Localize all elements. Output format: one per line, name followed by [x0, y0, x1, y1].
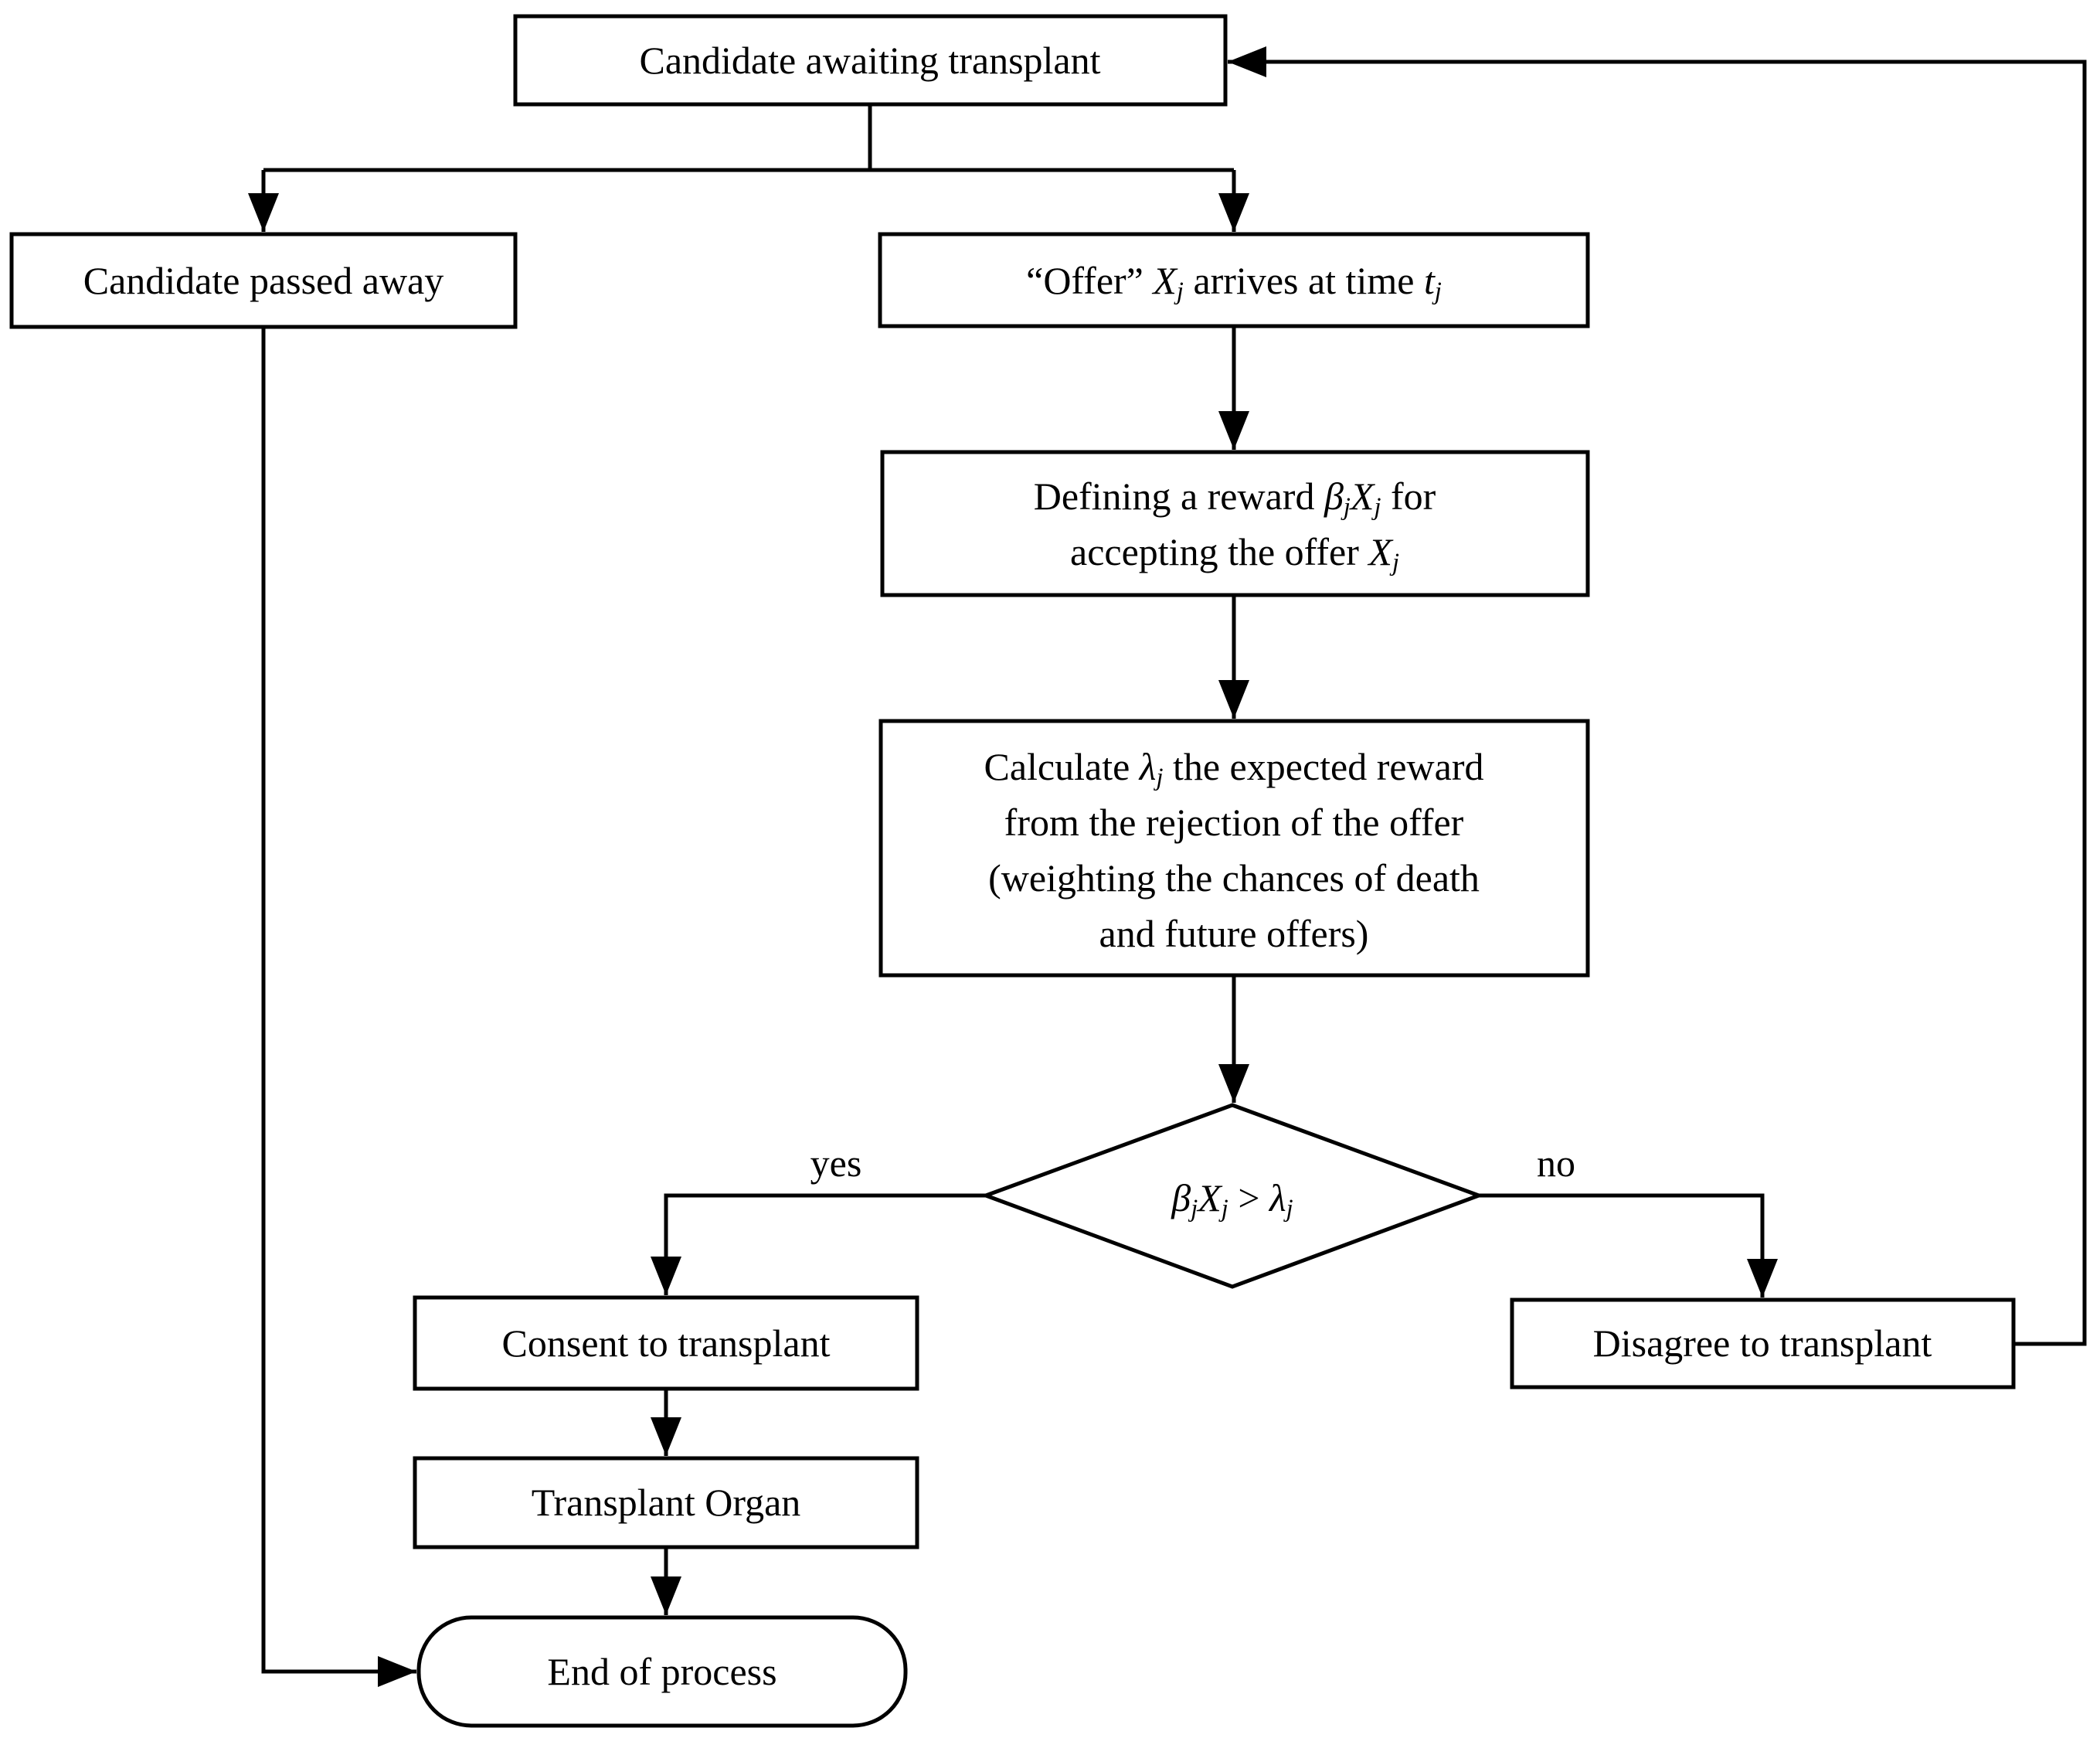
- node-end-of-process-box: [416, 1615, 908, 1728]
- node-offer-arrives: “Offer” Xj arrives at time tj: [878, 232, 1590, 328]
- node-candidate-awaiting-label: Candidate awaiting transplant: [639, 39, 1100, 82]
- node-offer-arrives-box: [878, 232, 1590, 328]
- edge-disagree-loop-to-awaiting: [1228, 46, 2087, 1346]
- node-decision-diamond: βjXj > λj: [980, 1103, 1485, 1289]
- node-calculate-line-3: (weighting the chances of death: [988, 856, 1480, 900]
- node-calculate-expected-reward: Calculate λj the expected reward from th…: [878, 719, 1590, 978]
- node-consent-to-transplant-label: Consent to transplant: [502, 1321, 831, 1365]
- node-candidate-passed-away-label: Candidate passed away: [83, 259, 444, 302]
- node-consent-to-transplant-box: [413, 1295, 919, 1391]
- node-candidate-awaiting: Candidate awaiting transplant: [513, 14, 1228, 107]
- node-decision-diamond-label: βjXj > λj: [1171, 1176, 1293, 1223]
- node-calculate-expected-reward-box: [878, 719, 1590, 978]
- node-transplant-organ: Transplant Organ: [413, 1456, 919, 1549]
- node-calculate-line-2: from the rejection of the offer: [1004, 801, 1464, 844]
- node-disagree-to-transplant-box: [1510, 1298, 2016, 1389]
- edge-decision-yes: [651, 1193, 986, 1295]
- node-transplant-organ-label: Transplant Organ: [532, 1481, 801, 1524]
- node-calculate-line-1: Calculate λj the expected reward: [984, 745, 1483, 791]
- node-transplant-organ-box: [413, 1456, 919, 1549]
- node-candidate-passed-away: Candidate passed away: [9, 232, 518, 329]
- edge-label-yes: yes: [810, 1141, 862, 1185]
- node-offer-arrives-label: “Offer” Xj arrives at time tj: [1026, 259, 1442, 305]
- node-consent-to-transplant: Consent to transplant: [413, 1295, 919, 1391]
- node-defining-reward-line-2: accepting the offer Xj: [1070, 530, 1399, 576]
- node-candidate-awaiting-box: [513, 14, 1228, 107]
- node-candidate-passed-away-box: [9, 232, 518, 329]
- edge-passed-away-to-end: [261, 327, 416, 1687]
- node-disagree-to-transplant: Disagree to transplant: [1510, 1298, 2016, 1389]
- node-end-of-process-label: End of process: [547, 1650, 776, 1693]
- edge-label-no: no: [1537, 1141, 1575, 1185]
- node-end-of-process: End of process: [416, 1615, 908, 1728]
- node-defining-reward-box: [880, 450, 1590, 597]
- node-defining-reward: Defining a reward βjXj for accepting the…: [880, 450, 1590, 597]
- node-decision-diamond-shape: [980, 1103, 1485, 1289]
- node-disagree-to-transplant-label: Disagree to transplant: [1593, 1321, 1932, 1365]
- node-calculate-line-4: and future offers): [1099, 912, 1369, 955]
- edge-decision-no: [1479, 1193, 1778, 1298]
- node-defining-reward-line-1: Defining a reward βjXj for: [1034, 474, 1436, 521]
